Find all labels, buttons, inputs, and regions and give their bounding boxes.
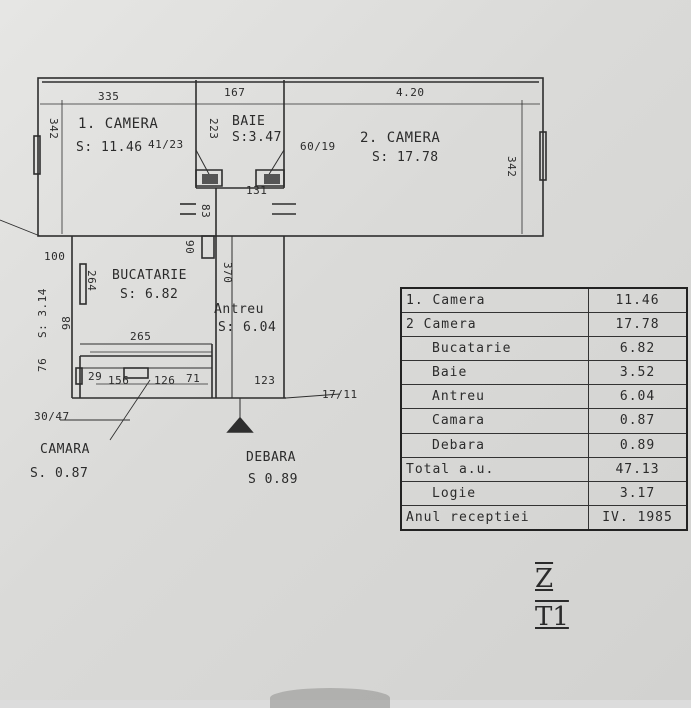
dim-60-19: 60/19	[300, 140, 336, 153]
room-name-camera2: 2. CAMERA	[360, 130, 441, 146]
wall-outline-top	[37, 77, 544, 237]
dim-223: 223	[207, 118, 220, 140]
legend-name: Total a.u.	[400, 456, 590, 482]
legend-value: 11.46	[588, 287, 688, 314]
signature-block: Z T1	[535, 560, 569, 636]
leader-camara-2	[109, 379, 151, 441]
door-camera1	[195, 169, 223, 187]
legend-value: 47.13	[588, 456, 688, 482]
legend-name: Camara	[400, 408, 590, 434]
room-name-baie: BAIE	[232, 114, 266, 129]
legend-name: Antreu	[400, 384, 590, 410]
dim-17-11: 17/11	[322, 388, 358, 401]
table-row: Anul receptiei IV. 1985	[400, 504, 688, 531]
window-kitchen	[79, 263, 87, 305]
legend-value: IV. 1985	[588, 504, 688, 531]
room-area-debara: S 0.89	[248, 472, 298, 487]
legend-name: Baie	[400, 360, 590, 386]
legend-value: 0.89	[588, 432, 688, 458]
room-area-baie: S:3.47	[232, 130, 282, 145]
table-row: Camara 0.87	[400, 408, 688, 434]
room-name-bucatarie: BUCATARIE	[112, 268, 187, 283]
legend-value: 6.04	[588, 384, 688, 410]
room-name-camera1: 1. CAMERA	[78, 116, 159, 132]
dim-314: S: 3.14	[36, 288, 49, 338]
room-name-debara: DEBARA	[246, 450, 296, 465]
door-hatch-1	[202, 174, 218, 184]
dim-98: 98	[60, 315, 73, 330]
area-legend-table: 1. Camera 11.46 2 Camera 17.78 Bucatarie…	[400, 287, 688, 531]
table-row: Baie 3.52	[400, 360, 688, 386]
dim-30-47: 30/47	[34, 410, 70, 423]
table-row: Bucatarie 6.82	[400, 336, 688, 362]
dim-420: 4.20	[396, 86, 425, 99]
legend-name: 1. Camera	[400, 287, 590, 314]
leader-left-wall	[0, 219, 41, 237]
legend-value: 17.78	[588, 312, 688, 338]
room-area-bucatarie: S: 6.82	[120, 287, 179, 302]
dim-90: 90	[183, 240, 196, 255]
legend-name: Anul receptiei	[400, 504, 590, 531]
dim-167: 167	[224, 86, 246, 99]
legend-name: Logie	[400, 480, 590, 506]
signature-line-1: Z	[535, 564, 554, 594]
window-right	[539, 131, 547, 181]
leader-debara	[285, 393, 341, 399]
dim-83: 83	[199, 204, 212, 219]
dim-29: 29	[88, 370, 103, 383]
legend-name: Debara	[400, 432, 590, 458]
dim-265: 265	[130, 330, 152, 343]
dim-126: 126	[154, 374, 176, 387]
signature-line-2: T1	[535, 602, 569, 632]
dim-123: 123	[254, 374, 276, 387]
dim-41-23: 41/23	[148, 138, 184, 151]
dim-76: 76	[36, 357, 49, 372]
legend-value: 3.52	[588, 360, 688, 386]
vent-shaft	[201, 235, 215, 259]
room-name-camara: CAMARA	[40, 442, 90, 457]
dim-156: 156	[108, 374, 130, 387]
legend-value: 6.82	[588, 336, 688, 362]
door-swing-2	[267, 149, 285, 177]
dim-131: 131	[246, 184, 268, 197]
room-area-camera1: S: 11.46	[76, 140, 143, 155]
table-row: Antreu 6.04	[400, 384, 688, 410]
legend-value: 3.17	[588, 480, 688, 506]
debara-arrow	[226, 416, 254, 433]
legend-name: Bucatarie	[400, 336, 590, 362]
room-name-antreu: Antreu	[214, 302, 264, 317]
legend-value: 0.87	[588, 408, 688, 434]
legend-name: 2 Camera	[400, 312, 590, 338]
dim-71: 71	[186, 372, 201, 385]
dim-264: 264	[85, 270, 98, 292]
window-left	[33, 135, 41, 175]
table-row: Debara 0.89	[400, 432, 688, 458]
window-camara	[75, 367, 83, 385]
door-swing-1	[195, 149, 211, 177]
room-area-camera2: S: 17.78	[372, 150, 439, 165]
camara-block	[123, 367, 149, 379]
dim-335: 335	[98, 90, 120, 103]
dim-342-left: 342	[47, 118, 60, 140]
table-row: Total a.u. 47.13	[400, 456, 688, 482]
door-camera2	[255, 169, 285, 187]
dim-370: 370	[221, 262, 234, 284]
table-row: 2 Camera 17.78	[400, 312, 688, 338]
table-row: 1. Camera 11.46	[400, 287, 688, 314]
door-hatch-2	[264, 174, 280, 184]
photo-shadow	[270, 688, 390, 708]
table-row: Logie 3.17	[400, 480, 688, 506]
room-area-camara: S. 0.87	[30, 466, 89, 481]
room-area-antreu: S: 6.04	[218, 320, 277, 335]
dim-100: 100	[44, 250, 66, 263]
dim-342-right: 342	[505, 156, 518, 178]
